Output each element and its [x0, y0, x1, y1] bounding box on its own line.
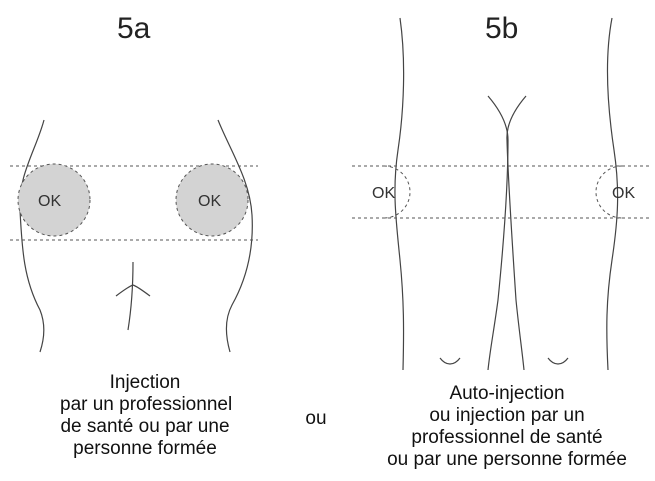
panel-5a-title: 5a [117, 12, 151, 45]
gluteal-cleft [127, 261, 134, 331]
caption-5a-line: par un professionnel [60, 394, 233, 415]
right-leg-inner-outline [506, 95, 527, 371]
zone-label-right-5b: OK [612, 185, 635, 202]
left-leg-inner-outline [487, 95, 509, 371]
panel-5b-title: 5b [485, 12, 519, 45]
caption-5b-line: professionnel de santé [411, 427, 603, 448]
caption-5a-line: Injection [109, 372, 181, 393]
zone-label-left-5b: OK [372, 185, 395, 202]
thighs-illustration [394, 17, 619, 371]
left-knee-curve [439, 357, 461, 365]
zone-label-left-5a: OK [38, 193, 61, 210]
caption-5b: Auto-injection ou injection par un profe… [366, 383, 648, 471]
zone-label-right-5a: OK [198, 193, 221, 210]
caption-5a-line: de santé ou par une [60, 416, 230, 437]
caption-5b-line: ou par une personne formée [387, 449, 627, 470]
buttocks-illustration [19, 119, 253, 353]
right-leg-outer-outline [606, 17, 619, 371]
caption-5b-line: ou injection par un [429, 405, 585, 426]
right-knee-curve [547, 357, 569, 365]
injection-zone-left-5a [17, 163, 91, 237]
caption-5a: Injection par un professionnel de santé … [60, 372, 233, 460]
injection-zone-right-5a [175, 163, 249, 237]
right-buttock-curve [132, 284, 151, 297]
caption-5a-line: personne formée [73, 438, 217, 459]
right-hip-outline [217, 119, 253, 353]
separator-ou: ou [305, 408, 327, 429]
left-hip-outline [19, 119, 45, 353]
left-leg-outer-outline [394, 17, 405, 371]
caption-5b-line: Auto-injection [449, 383, 565, 404]
left-buttock-curve [115, 284, 134, 297]
